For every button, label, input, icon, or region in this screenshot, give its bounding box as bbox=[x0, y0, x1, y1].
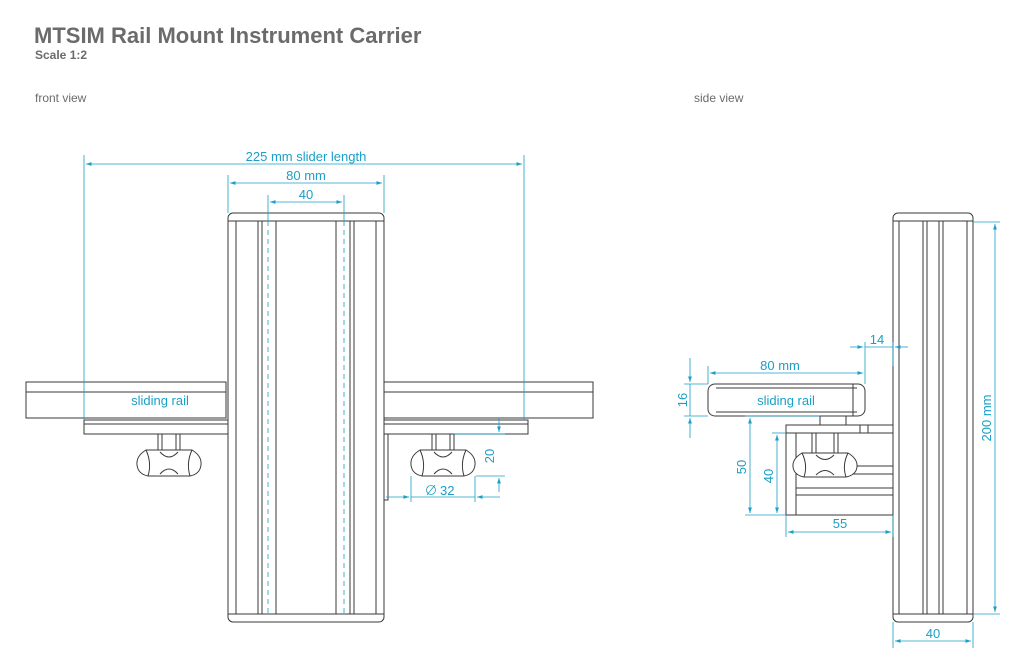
side-knob bbox=[792, 432, 858, 478]
side-sliding-rail bbox=[707, 383, 866, 426]
side-dimensions bbox=[684, 221, 1000, 648]
dim-side-14: 14 bbox=[870, 332, 884, 347]
front-dimension-labels: 225 mm slider length 80 mm 40 sliding ra… bbox=[131, 149, 497, 498]
side-view-label: side view bbox=[694, 91, 744, 105]
front-sliding-rail bbox=[25, 381, 594, 419]
side-view bbox=[707, 212, 974, 623]
front-knob-right bbox=[410, 433, 476, 477]
dim-front-80: 80 mm bbox=[286, 168, 326, 183]
drawing-scale: Scale 1:2 bbox=[35, 48, 88, 62]
side-carrier-profile bbox=[892, 212, 974, 623]
front-dimensions bbox=[83, 155, 525, 502]
dim-side-200: 200 mm bbox=[979, 395, 994, 442]
front-rail-label: sliding rail bbox=[131, 393, 189, 408]
front-knob-left bbox=[136, 433, 202, 477]
dim-side-80: 80 mm bbox=[760, 358, 800, 373]
dim-side-55: 55 bbox=[833, 516, 847, 531]
side-dimension-labels: 80 mm 14 16 sliding rail 50 40 55 200 mm… bbox=[675, 332, 994, 641]
dim-side-40: 40 bbox=[761, 469, 776, 483]
dim-knob-diameter: 32 bbox=[440, 483, 454, 498]
front-view bbox=[25, 212, 594, 623]
side-rail-label: sliding rail bbox=[757, 393, 815, 408]
dim-side-bottom-40: 40 bbox=[926, 626, 940, 641]
front-carrier-profile bbox=[227, 212, 385, 623]
drawing-title: MTSIM Rail Mount Instrument Carrier bbox=[34, 23, 422, 48]
dim-slider-length: 225 mm slider length bbox=[246, 149, 367, 164]
dim-side-16: 16 bbox=[675, 393, 690, 407]
dim-front-20: 20 bbox=[482, 449, 497, 463]
dim-side-50: 50 bbox=[734, 460, 749, 474]
dim-front-40: 40 bbox=[299, 187, 313, 202]
front-view-label: front view bbox=[35, 91, 87, 105]
